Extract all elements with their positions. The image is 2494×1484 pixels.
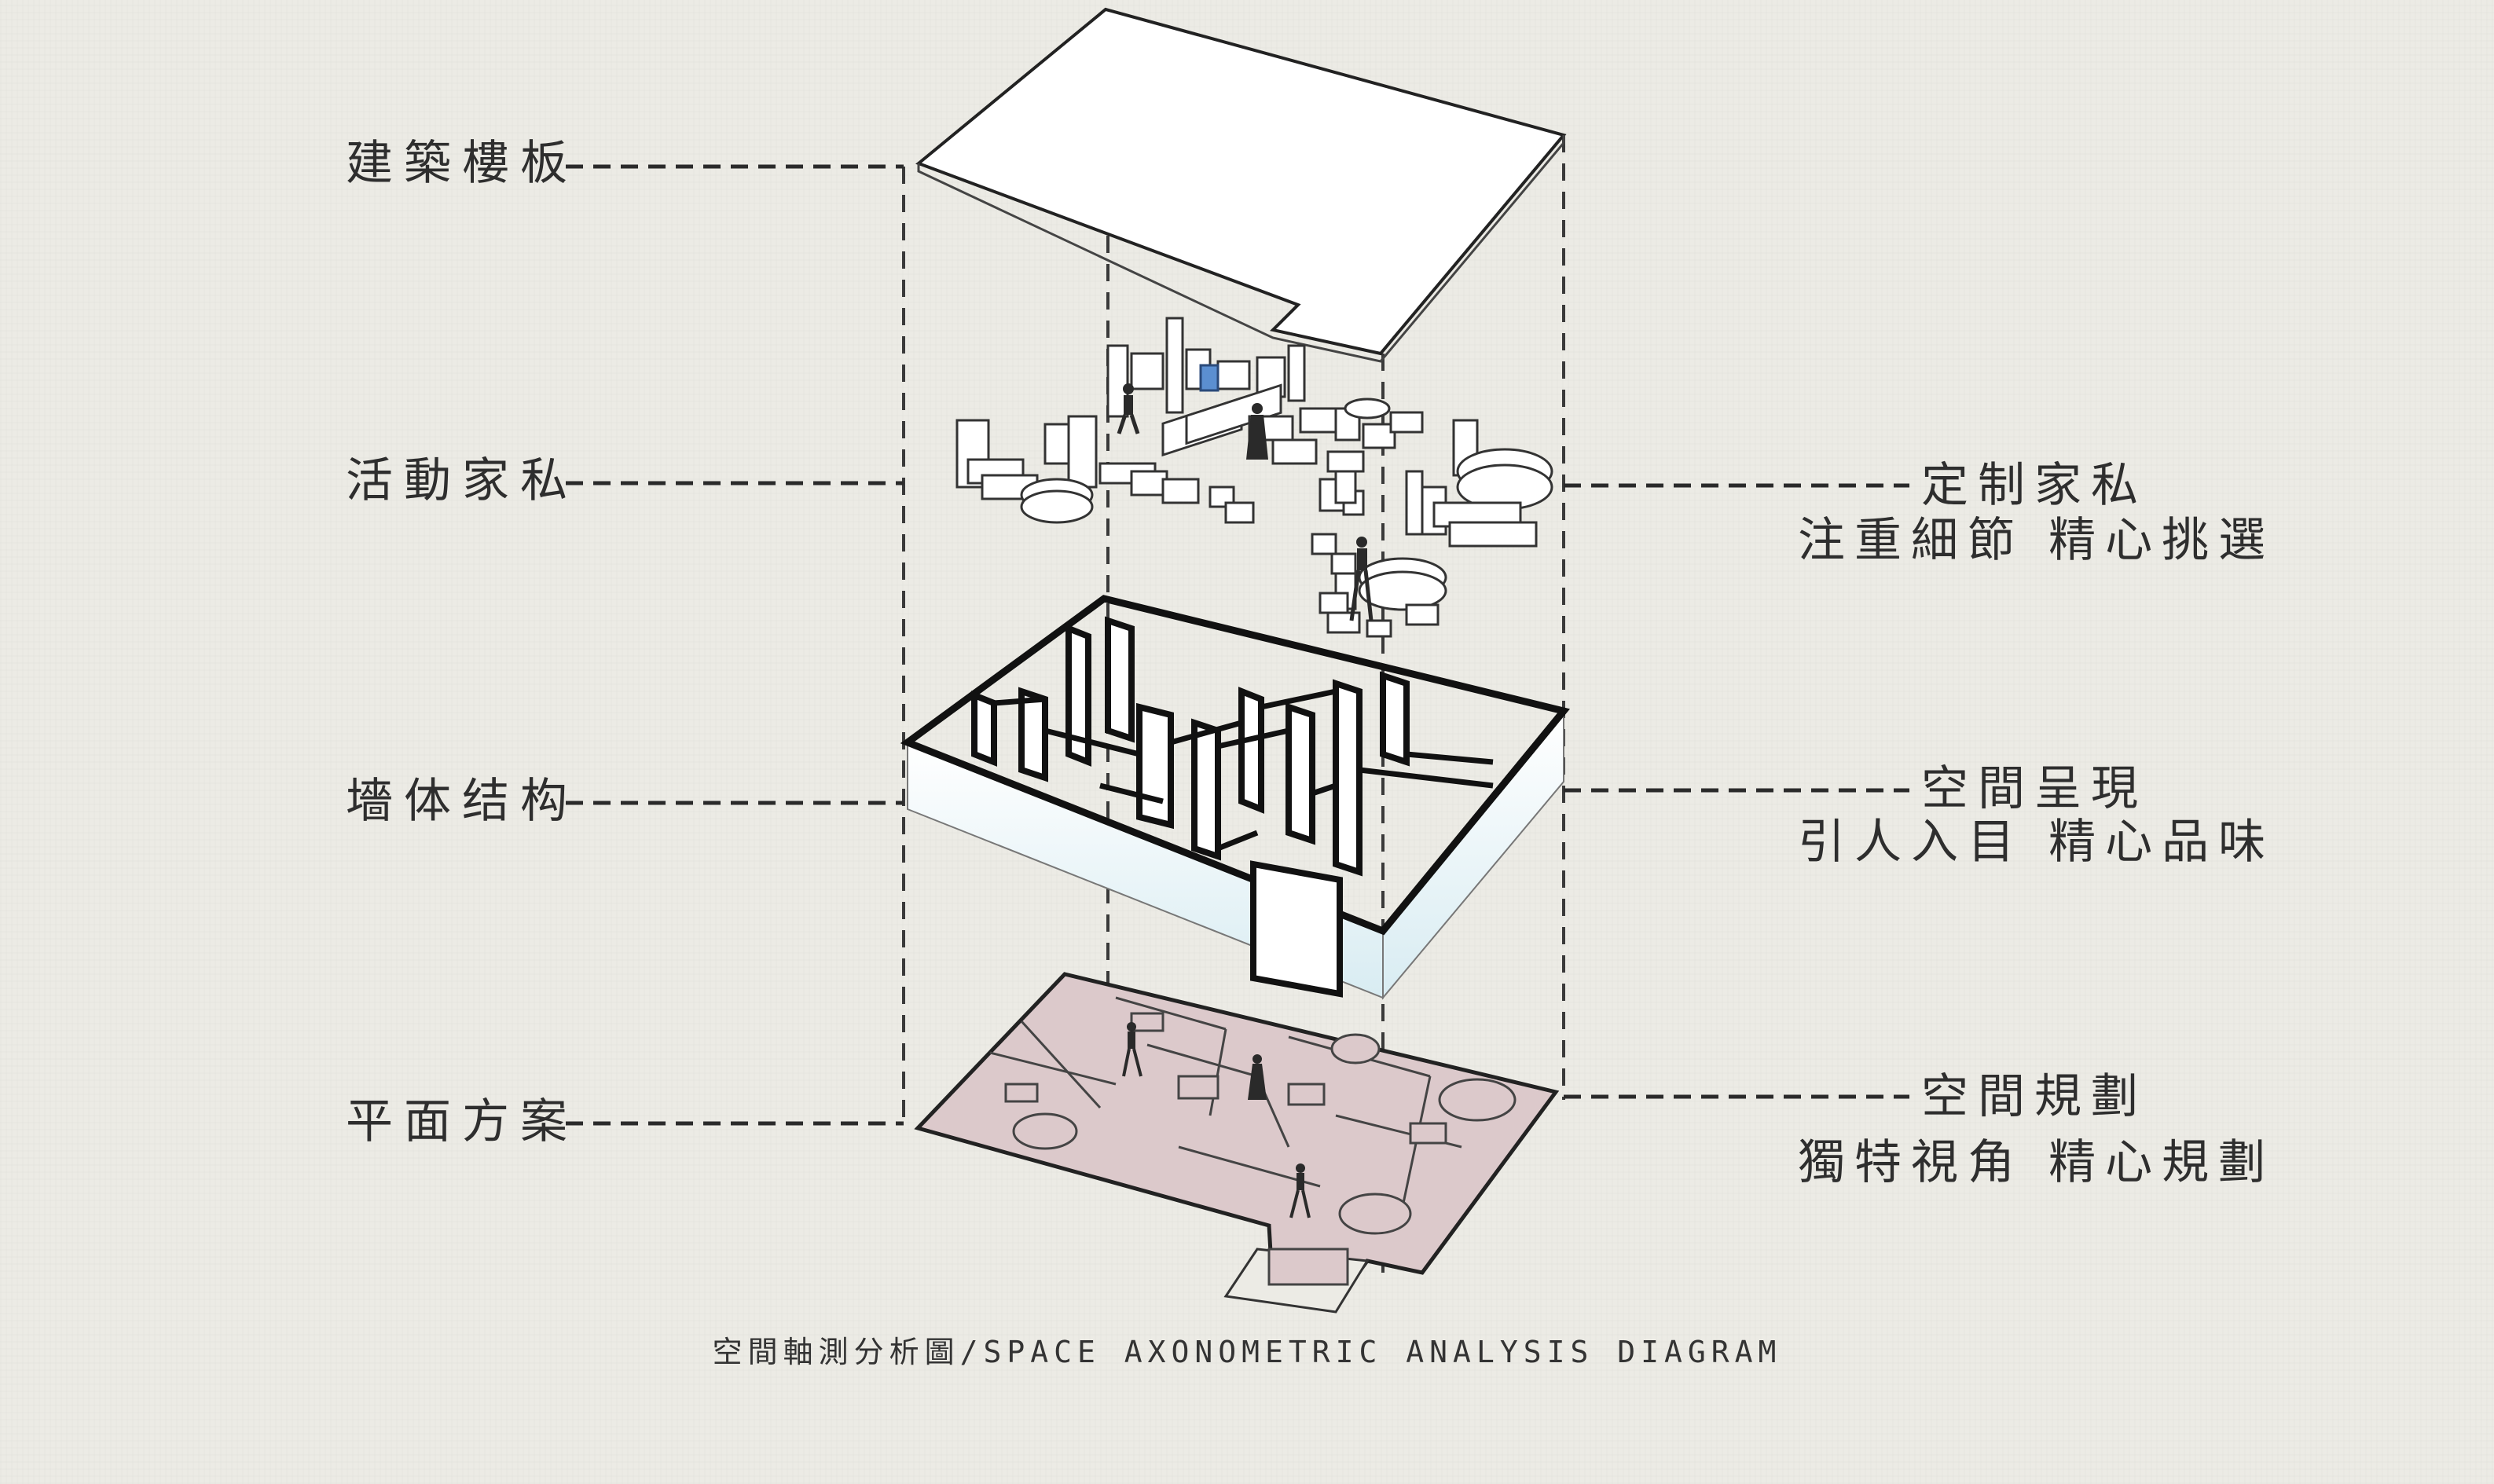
- note-space-presentation-title: 空間呈現: [1921, 761, 2147, 816]
- slab-layer: [915, 7, 1567, 363]
- label-floor-plan: 平面方案: [346, 1094, 578, 1149]
- diagram-caption: 空間軸測分析圖/SPACE AXONOMETRIC ANALYSIS DIAGR…: [712, 1335, 1782, 1369]
- note-space-planning-sub: 獨特視角 精心規劃: [1798, 1135, 2276, 1190]
- note-space-presentation-sub: 引人入目 精心品味: [1798, 815, 2276, 870]
- furniture-layer: [955, 317, 1553, 638]
- label-building-slab: 建築樓板: [346, 136, 578, 191]
- note-custom-furniture-sub: 注重細節 精心挑選: [1798, 513, 2276, 568]
- human-figures: [1117, 383, 1374, 621]
- leader-lines: [566, 164, 1909, 1126]
- walls-layer: [900, 595, 1571, 1000]
- note-space-planning-title: 空間規劃: [1921, 1069, 2147, 1124]
- label-wall-structure: 墻体结构: [346, 774, 578, 829]
- label-movable-furniture: 活動家私: [346, 453, 578, 508]
- plan-layer: [914, 972, 1560, 1314]
- note-custom-furniture-title: 定制家私: [1921, 458, 2147, 513]
